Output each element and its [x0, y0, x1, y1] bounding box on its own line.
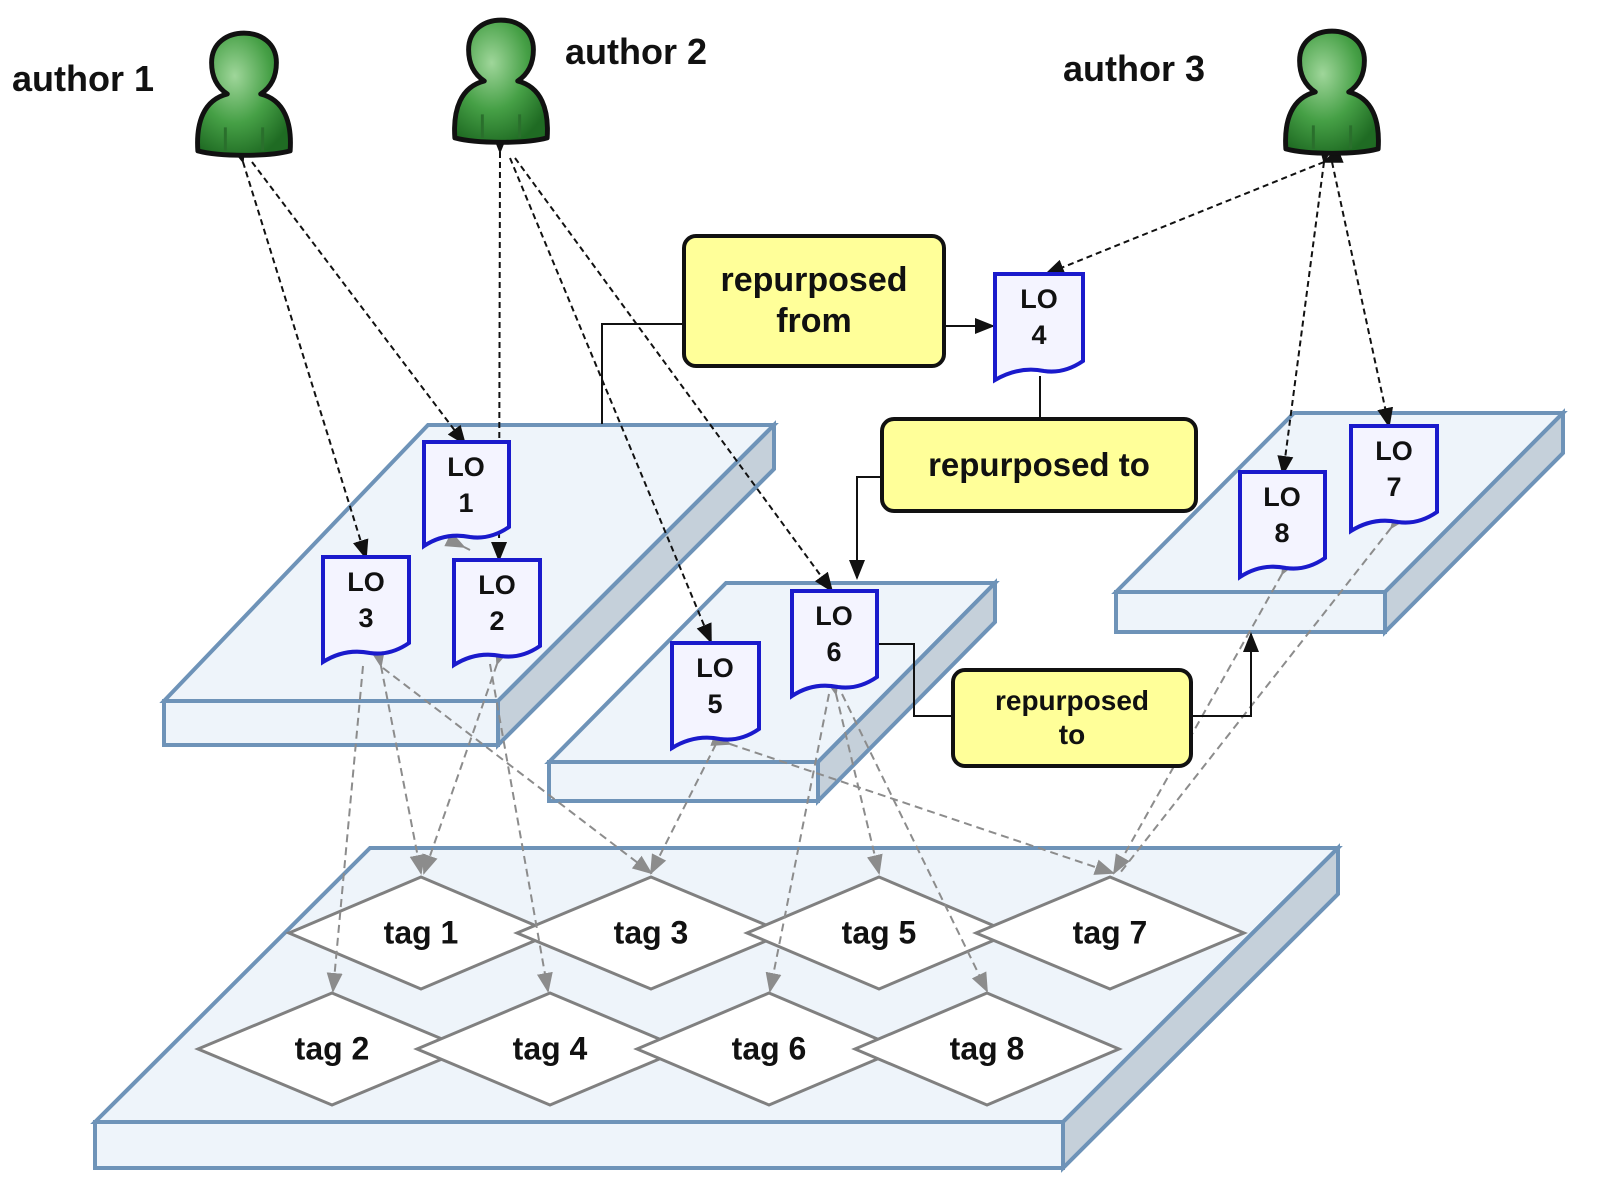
- lo-8-doc-icon: [1238, 470, 1327, 581]
- lo-documents: [321, 272, 1439, 752]
- lo-6-doc-icon: [790, 589, 879, 700]
- lo-4-doc-icon: [993, 272, 1085, 384]
- repurposed-to-a-label: repurposed to: [928, 446, 1150, 484]
- author-1-icon: [198, 33, 291, 155]
- author-links: [230, 133, 1394, 644]
- tag-3-label: tag 3: [613, 914, 689, 951]
- repurposed-to-b-line2: to: [1058, 719, 1086, 750]
- lo-7-doc-icon: [1349, 424, 1439, 535]
- tag-2-label: tag 2: [294, 1030, 370, 1067]
- author-2-icon: [455, 20, 548, 142]
- tag-links: [326, 508, 1409, 993]
- repurposed-to-box-b: repurposed to: [951, 668, 1193, 768]
- repurpose-connectors: [601, 318, 1259, 717]
- repurposed-from-box: repurposed from: [682, 234, 946, 368]
- tag-diamond-7: [972, 875, 1248, 991]
- lo-2-doc-icon: [452, 558, 542, 669]
- tag-1-label: tag 1: [383, 914, 459, 951]
- author-2-label: author 2: [565, 31, 708, 72]
- tag-4-label: tag 4: [512, 1030, 588, 1067]
- lo-3-doc-icon: [321, 555, 411, 666]
- tag-8-label: tag 8: [949, 1030, 1025, 1067]
- lo-1-doc-icon: [422, 440, 511, 550]
- lo-5-doc-icon: [670, 641, 761, 752]
- tag-diamond-8: [851, 991, 1123, 1107]
- tag-5-label: tag 5: [841, 914, 917, 951]
- repurposed-to-b-line1: repurposed: [994, 685, 1150, 717]
- author-3-icon: [1286, 31, 1379, 153]
- repurposed-from-line1: repurposed: [720, 261, 908, 300]
- tag-6-label: tag 6: [731, 1030, 807, 1067]
- author-3-label: author 3: [1063, 48, 1206, 89]
- repurposed-to-box-a: repurposed to: [880, 417, 1198, 513]
- author-1-label: author 1: [12, 58, 155, 99]
- tag-7-label: tag 7: [1072, 914, 1148, 951]
- repurposed-from-line2: from: [776, 302, 852, 340]
